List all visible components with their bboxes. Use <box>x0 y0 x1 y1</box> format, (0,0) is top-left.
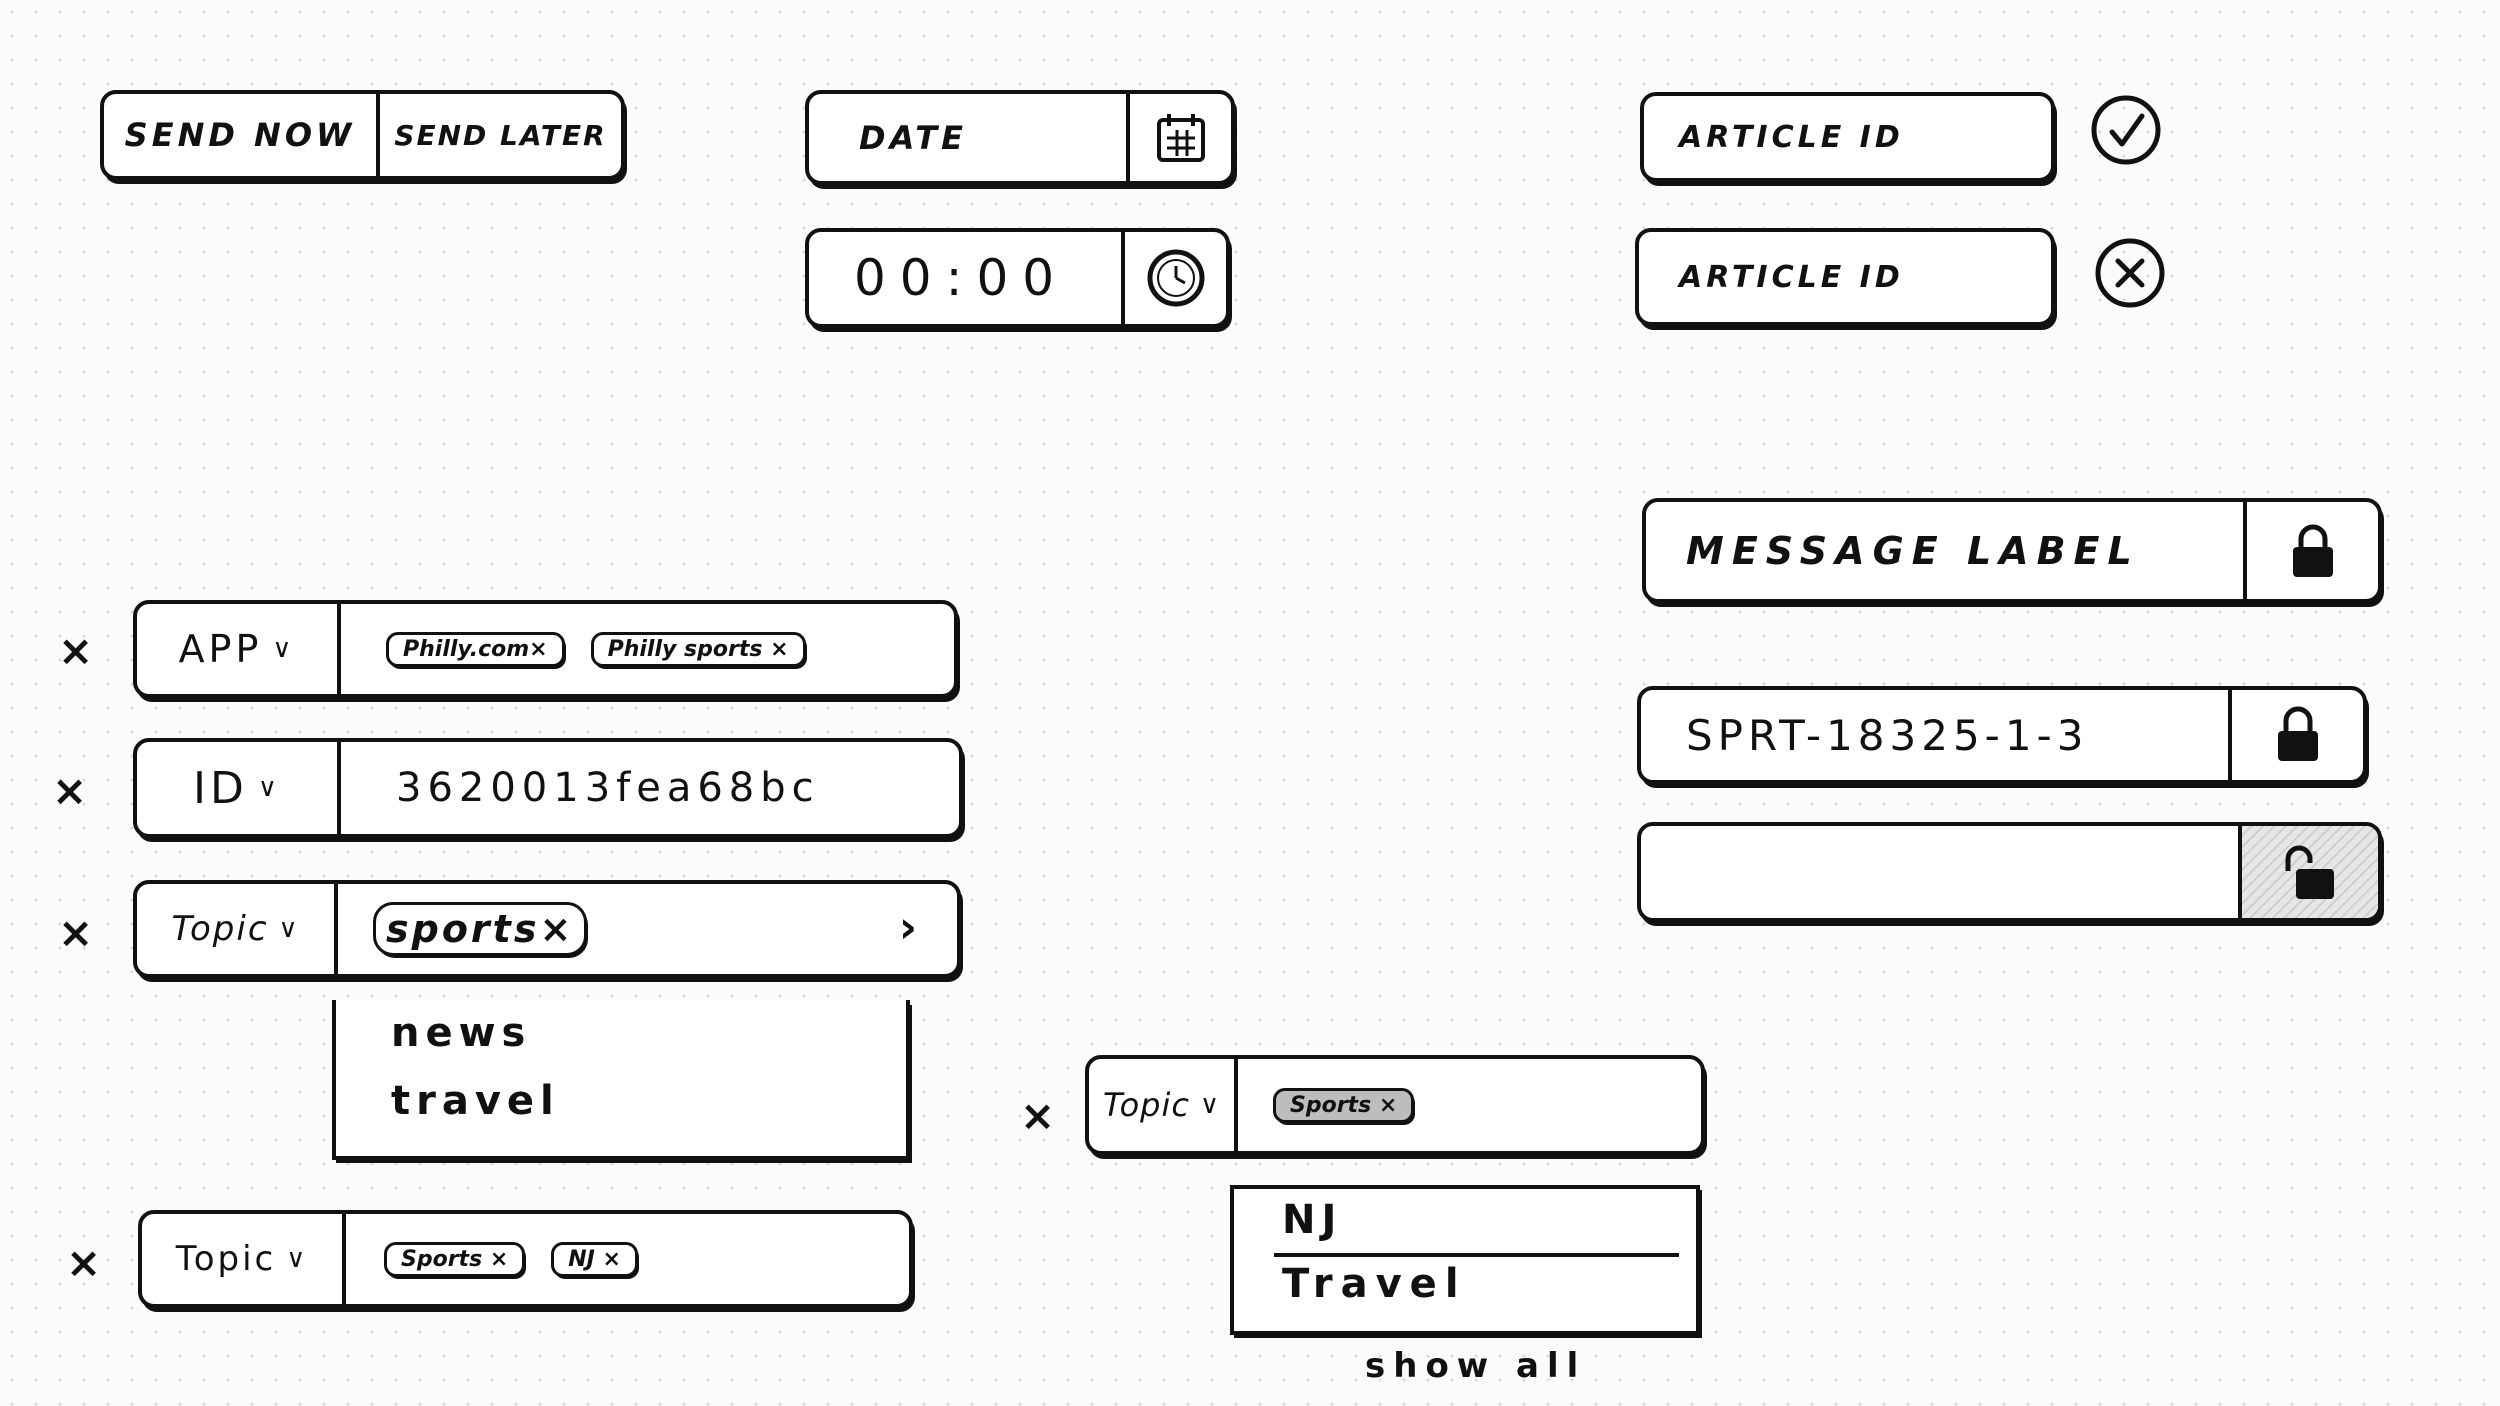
filter-row-topic-multi: Topic ∨ Sports × NJ × <box>138 1210 913 1308</box>
unlocked-field[interactable] <box>1637 822 2382 922</box>
field-select-label: Topic <box>1103 1086 1190 1124</box>
chip-sports[interactable]: Sports × <box>384 1241 526 1277</box>
remove-filter-app-button[interactable]: × <box>58 626 94 675</box>
field-select-app[interactable]: APP ∨ <box>137 604 337 694</box>
chip-label: Philly sports × <box>607 636 789 662</box>
lock-closed-icon <box>2289 523 2337 579</box>
id-input[interactable]: 3620013feа68bc <box>337 742 959 834</box>
chip-label: Sports × <box>401 1246 509 1272</box>
locked-value-field[interactable]: SPRT-18325-1-3 <box>1637 686 2367 784</box>
article-id-field-invalid[interactable]: ARTICLE ID <box>1635 228 2055 326</box>
chip-philly-sports[interactable]: Philly sports × <box>590 631 806 667</box>
send-later-button[interactable]: SEND LATER <box>376 94 621 176</box>
chip-label: NJ × <box>568 1246 621 1272</box>
send-segmented-control: SEND NOW SEND LATER <box>100 90 625 180</box>
article-id-field-valid[interactable]: ARTICLE ID <box>1640 92 2055 182</box>
chip-list: Sports × <box>1234 1059 1701 1151</box>
send-later-label: SEND LATER <box>394 118 607 152</box>
chip-label: Sports × <box>1290 1092 1398 1118</box>
time-value: 00:00 <box>854 249 1069 307</box>
field-select-label: APP <box>178 627 263 671</box>
dropdown-option-travel[interactable]: travel <box>391 1078 560 1124</box>
time-field[interactable]: 00:00 <box>805 228 1230 328</box>
field-select-label: Topic <box>171 909 269 949</box>
field-select-id[interactable]: ID ∨ <box>137 742 337 834</box>
time-input[interactable]: 00:00 <box>809 232 1121 324</box>
lock-toggle-button[interactable] <box>2228 690 2363 780</box>
chevron-down-icon: ∨ <box>272 634 296 664</box>
chevron-down-icon: ∨ <box>278 914 300 944</box>
send-now-label: SEND NOW <box>124 116 356 154</box>
dropdown-option-travel[interactable]: Travel <box>1282 1261 1467 1307</box>
chip-list: Sports × NJ × <box>342 1214 909 1304</box>
check-circle-icon <box>2088 92 2164 168</box>
show-all-link[interactable]: show all <box>1365 1346 1587 1386</box>
chip-sports[interactable]: sports× <box>373 902 588 956</box>
lock-open-icon <box>2282 841 2338 903</box>
chevron-down-icon: ∨ <box>257 773 281 803</box>
topic-search-dropdown-menu: NJ Travel <box>1230 1185 1700 1335</box>
field-select-topic[interactable]: Topic ∨ <box>137 884 334 974</box>
dropdown-divider <box>1274 1253 1679 1257</box>
field-select-label: ID <box>193 762 248 814</box>
field-select-topic[interactable]: Topic ∨ <box>142 1214 342 1304</box>
calendar-button[interactable] <box>1126 94 1231 181</box>
date-field[interactable]: DATE <box>805 90 1235 185</box>
remove-filter-id-button[interactable]: × <box>52 766 88 815</box>
message-label-value: MESSAGE LABEL <box>1686 528 2140 573</box>
article-id-label: ARTICLE ID <box>1679 259 1904 295</box>
remove-filter-topic-button[interactable]: × <box>58 908 94 957</box>
id-value: 3620013feа68bc <box>396 765 820 811</box>
x-circle-icon <box>2092 235 2168 311</box>
date-placeholder: DATE <box>859 118 967 157</box>
topic-dropdown-menu: news travel <box>332 1000 910 1160</box>
locked-value-input[interactable]: SPRT-18325-1-3 <box>1641 690 2228 780</box>
field-select-topic[interactable]: Topic ∨ <box>1089 1059 1234 1151</box>
clock-icon <box>1145 247 1207 309</box>
article-id-input[interactable]: ARTICLE ID <box>1644 96 2051 178</box>
lock-closed-icon <box>2274 705 2322 765</box>
chip-list: sports× › <box>334 884 957 974</box>
dropdown-option-nj[interactable]: NJ <box>1282 1197 1343 1243</box>
locked-value-text: SPRT-18325-1-3 <box>1686 710 2089 760</box>
chevron-right-icon[interactable]: › <box>898 902 917 953</box>
filter-row-id: ID ∨ 3620013feа68bc <box>133 738 963 838</box>
chip-label: Philly.com× <box>403 636 548 662</box>
chevron-down-icon: ∨ <box>286 1244 309 1274</box>
calendar-icon <box>1153 110 1209 166</box>
chip-list: Philly.com× Philly sports × <box>337 604 954 694</box>
article-id-label: ARTICLE ID <box>1679 119 1904 155</box>
remove-filter-topic-button[interactable]: × <box>1020 1091 1056 1140</box>
chip-label: sports× <box>386 907 575 951</box>
clock-button[interactable] <box>1121 232 1226 324</box>
chip-sports[interactable]: Sports × <box>1273 1087 1415 1123</box>
lock-toggle-button[interactable] <box>2243 502 2378 599</box>
filter-row-topic-search: Topic ∨ Sports × <box>1085 1055 1705 1155</box>
send-now-button[interactable]: SEND NOW <box>104 94 376 176</box>
unlocked-input[interactable] <box>1641 826 2238 918</box>
field-select-label: Topic <box>175 1239 277 1279</box>
date-input[interactable]: DATE <box>809 94 1126 181</box>
article-id-input[interactable]: ARTICLE ID <box>1639 232 2051 322</box>
chip-philly-com[interactable]: Philly.com× <box>386 631 565 667</box>
dropdown-option-news[interactable]: news <box>391 1010 532 1056</box>
filter-row-topic-open: Topic ∨ sports× › <box>133 880 961 978</box>
chip-nj[interactable]: NJ × <box>551 1241 638 1277</box>
lock-toggle-button[interactable] <box>2238 826 2378 918</box>
locked-label-field[interactable]: MESSAGE LABEL <box>1642 498 2382 603</box>
filter-row-app: APP ∨ Philly.com× Philly sports × <box>133 600 958 698</box>
remove-filter-topic-button[interactable]: × <box>66 1238 102 1287</box>
message-label-input[interactable]: MESSAGE LABEL <box>1646 502 2243 599</box>
chevron-down-icon: ∨ <box>1199 1090 1220 1120</box>
